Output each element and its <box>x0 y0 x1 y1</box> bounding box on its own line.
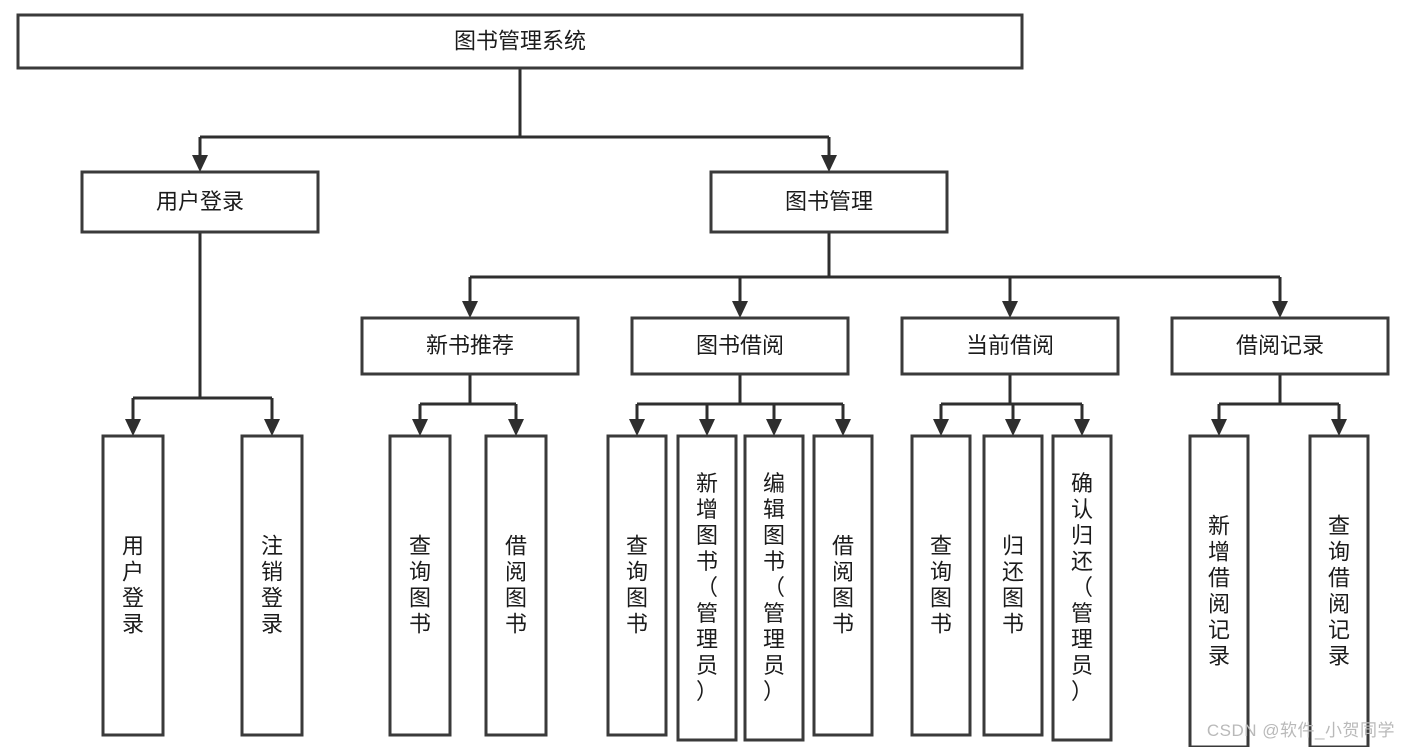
arrow-head-icon <box>1002 301 1018 318</box>
node-借阅图书[interactable]: 借阅图书 <box>484 434 548 737</box>
node-图书管理-box[interactable] <box>709 170 949 234</box>
node-图书管理系统[interactable]: 图书管理系统 <box>16 13 1024 70</box>
arrow-head-icon <box>933 419 949 436</box>
node-确认归还管理员[interactable]: 确认归还（管理员） <box>1051 434 1113 742</box>
node-编辑图书管理员-label: 编辑图书（管理员） <box>763 471 785 704</box>
arrow-head-icon <box>1005 419 1021 436</box>
node-用户登录[interactable]: 用户登录 <box>80 170 320 234</box>
node-图书管理系统-box[interactable] <box>16 13 1024 70</box>
arrow-head-icon <box>125 419 141 436</box>
node-查询图书-box[interactable] <box>388 434 452 737</box>
arrow-head-icon <box>508 419 524 436</box>
node-新增图书管理员-box[interactable] <box>676 434 738 742</box>
arrow-head-icon <box>732 301 748 318</box>
node-借阅图书-label: 借阅图书 <box>505 534 527 637</box>
node-查询图书[interactable]: 查询图书 <box>388 434 452 737</box>
node-新增借阅记录[interactable]: 新增借阅记录 <box>1188 434 1250 747</box>
node-确认归还管理员-box[interactable] <box>1051 434 1113 742</box>
node-编辑图书管理员[interactable]: 编辑图书（管理员） <box>743 434 805 742</box>
arrow-head-icon <box>699 419 715 436</box>
node-用户登录-label: 用户登录 <box>122 534 144 637</box>
node-查询图书-box[interactable] <box>910 434 972 737</box>
arrow-head-icon <box>766 419 782 436</box>
node-归还图书-label: 归还图书 <box>1002 534 1024 637</box>
node-归还图书-box[interactable] <box>982 434 1044 737</box>
node-注销登录-box[interactable] <box>240 434 304 737</box>
node-借阅记录-box[interactable] <box>1170 316 1390 376</box>
node-当前借阅[interactable]: 当前借阅 <box>900 316 1120 376</box>
node-查询借阅记录-label: 查询借阅记录 <box>1328 514 1350 669</box>
arrow-head-icon <box>1331 419 1347 436</box>
node-查询图书-label: 查询图书 <box>626 534 648 637</box>
node-新书推荐-box[interactable] <box>360 316 580 376</box>
node-查询图书[interactable]: 查询图书 <box>606 434 668 737</box>
node-图书借阅-box[interactable] <box>630 316 850 376</box>
node-新增图书管理员[interactable]: 新增图书（管理员） <box>676 434 738 742</box>
node-编辑图书管理员-box[interactable] <box>743 434 805 742</box>
node-查询图书-label: 查询图书 <box>409 534 431 637</box>
node-查询借阅记录[interactable]: 查询借阅记录 <box>1308 434 1370 747</box>
node-新增借阅记录-label: 新增借阅记录 <box>1208 514 1230 669</box>
arrow-head-icon <box>192 155 208 172</box>
node-注销登录-label: 注销登录 <box>261 534 283 637</box>
node-layer: 图书管理系统用户登录图书管理新书推荐图书借阅当前借阅借阅记录用户登录注销登录查询… <box>16 13 1390 747</box>
node-借阅图书[interactable]: 借阅图书 <box>812 434 874 737</box>
node-借阅图书-label: 借阅图书 <box>832 534 854 637</box>
node-图书借阅-label: 图书借阅 <box>696 333 784 358</box>
node-用户登录-box[interactable] <box>101 434 165 737</box>
node-用户登录[interactable]: 用户登录 <box>101 434 165 737</box>
node-借阅记录-label: 借阅记录 <box>1236 333 1324 358</box>
node-归还图书[interactable]: 归还图书 <box>982 434 1044 737</box>
node-新增图书管理员-label: 新增图书（管理员） <box>696 471 718 704</box>
node-用户登录-box[interactable] <box>80 170 320 234</box>
node-注销登录[interactable]: 注销登录 <box>240 434 304 737</box>
node-确认归还管理员-label: 确认归还（管理员） <box>1071 471 1093 704</box>
node-查询图书[interactable]: 查询图书 <box>910 434 972 737</box>
node-借阅图书-box[interactable] <box>812 434 874 737</box>
node-用户登录-label: 用户登录 <box>156 189 244 214</box>
arrow-head-icon <box>1211 419 1227 436</box>
connector-layer <box>125 68 1347 436</box>
node-图书管理系统-label: 图书管理系统 <box>454 28 586 53</box>
node-新书推荐[interactable]: 新书推荐 <box>360 316 580 376</box>
node-借阅记录[interactable]: 借阅记录 <box>1170 316 1390 376</box>
arrow-head-icon <box>264 419 280 436</box>
node-查询图书-label: 查询图书 <box>930 534 952 637</box>
arrow-head-icon <box>412 419 428 436</box>
node-当前借阅-label: 当前借阅 <box>966 333 1054 358</box>
node-图书借阅[interactable]: 图书借阅 <box>630 316 850 376</box>
arrow-head-icon <box>1272 301 1288 318</box>
node-查询图书-box[interactable] <box>606 434 668 737</box>
node-当前借阅-box[interactable] <box>900 316 1120 376</box>
arrow-head-icon <box>629 419 645 436</box>
arrow-head-icon <box>835 419 851 436</box>
node-新增借阅记录-box[interactable] <box>1188 434 1250 747</box>
node-查询借阅记录-box[interactable] <box>1308 434 1370 747</box>
node-新书推荐-label: 新书推荐 <box>426 333 514 358</box>
node-图书管理-label: 图书管理 <box>785 189 873 214</box>
node-借阅图书-box[interactable] <box>484 434 548 737</box>
arrow-head-icon <box>462 301 478 318</box>
arrow-head-icon <box>821 155 837 172</box>
arrow-head-icon <box>1074 419 1090 436</box>
node-图书管理[interactable]: 图书管理 <box>709 170 949 234</box>
